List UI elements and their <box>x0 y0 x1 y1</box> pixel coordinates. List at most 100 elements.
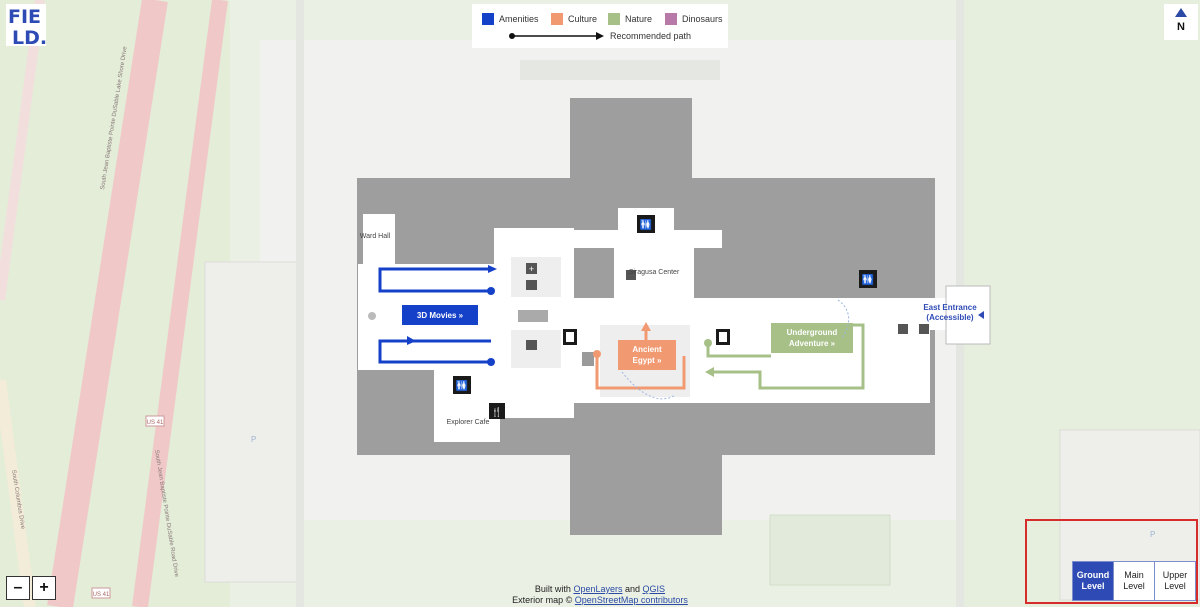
room-label-siragusa: Siragusa Center <box>629 269 680 276</box>
legend-item-dinosaurs[interactable]: Dinosaurs <box>665 13 723 25</box>
svg-text:US 41: US 41 <box>147 420 164 426</box>
path-arrow-icon <box>509 32 604 40</box>
level-button-upper[interactable]: Upper Level <box>1154 561 1196 601</box>
exhibit-underground-adventure[interactable]: Underground Adventure » <box>771 323 853 353</box>
level-selector-highlight <box>1025 519 1198 604</box>
amenities-path <box>378 267 494 364</box>
north-compass[interactable]: N <box>1164 4 1198 40</box>
lake-shore-road <box>47 0 168 607</box>
restroom-icon[interactable]: 🚻 <box>453 376 471 394</box>
legend-label: Nature <box>625 14 653 24</box>
legend-recommended-path: Recommended path <box>508 31 691 41</box>
nature-path <box>706 323 865 390</box>
level-label: Level <box>1081 581 1105 591</box>
svg-text:🚻: 🚻 <box>456 379 468 392</box>
exhibit-label-underground-1: Underground <box>787 328 838 337</box>
exhibit-label-egypt-1: Ancient <box>632 345 662 354</box>
entrance-arrow-icon <box>978 311 984 319</box>
level-label: Main <box>1124 570 1144 580</box>
level-button-main[interactable]: Main Level <box>1113 561 1155 601</box>
path-start-dot <box>487 358 495 366</box>
zoom-in-button[interactable]: + <box>32 576 56 600</box>
culture-path <box>595 330 686 390</box>
svg-text:US 41: US 41 <box>93 592 110 598</box>
escalator-icon <box>898 324 929 334</box>
north-arrow-icon <box>1175 8 1187 17</box>
legend-label: Dinosaurs <box>682 14 723 24</box>
path-start-dot <box>593 350 601 358</box>
hall-marker <box>368 312 376 320</box>
zoom-out-button[interactable]: – <box>6 576 30 600</box>
info-icon <box>626 270 636 280</box>
logo-mark: FIE LD. <box>6 4 47 49</box>
legend-label: Culture <box>568 14 598 24</box>
legend-swatch <box>665 13 677 25</box>
path-arrow-icon <box>641 322 651 331</box>
svg-text:FIE: FIE <box>8 6 41 28</box>
legend-swatch <box>482 13 494 25</box>
path-start-dot <box>704 339 712 347</box>
level-selector: Ground Level Main Level Upper Level <box>1072 561 1196 601</box>
parking-label: P <box>1150 530 1155 539</box>
room-label-ward-hall-1: Ward Hall <box>360 233 391 240</box>
restaurant-icon[interactable]: 🍴 <box>489 403 505 419</box>
highway-shield: US 41 <box>145 415 165 427</box>
attribution-text: and <box>625 584 641 594</box>
side-road <box>0 0 45 301</box>
legend-item-amenities[interactable]: Amenities <box>482 13 539 25</box>
legend-path-label: Recommended path <box>610 31 692 41</box>
path-arrow-icon <box>407 336 416 345</box>
parking-lot <box>204 261 301 583</box>
svg-text:🍴: 🍴 <box>491 406 502 418</box>
first-aid-icon[interactable]: + <box>526 263 537 274</box>
level-label: Ground <box>1076 570 1110 580</box>
exhibit-3d-movies[interactable]: 3D Movies » <box>402 305 478 325</box>
attribution-line-2: Exterior map © OpenStreetMap contributor… <box>470 595 730 606</box>
legend-item-nature[interactable]: Nature <box>608 13 652 25</box>
compass-label: N <box>1177 21 1185 33</box>
exhibit-label-underground-2: Adventure » <box>789 339 836 348</box>
west-stair-hall <box>494 228 574 418</box>
restroom-icon[interactable]: 🚻 <box>859 270 877 288</box>
columbus-road <box>0 379 36 607</box>
level-label: Level <box>1123 581 1145 591</box>
attribution-text: Built with <box>534 584 571 594</box>
svg-text:+: + <box>529 264 534 274</box>
ward-hall-room <box>363 214 395 264</box>
parking-label: P <box>251 435 256 444</box>
zoom-controls: – + <box>6 576 58 600</box>
dino-skeleton-outline <box>837 299 850 339</box>
exhibit-label-egypt-2: Egypt » <box>633 356 662 365</box>
attribution-text: Exterior map © <box>512 595 573 605</box>
exhibit-label-3d-movies: 3D Movies » <box>417 311 464 320</box>
path-arrow-icon <box>488 265 497 273</box>
legend-swatch <box>551 13 563 25</box>
building-north-wing <box>570 98 692 198</box>
osm-link[interactable]: OpenStreetMap contributors <box>574 595 688 605</box>
garden-block <box>769 514 891 586</box>
legend-label: Amenities <box>499 14 539 24</box>
svg-text:🚻: 🚻 <box>640 218 652 231</box>
qgis-link[interactable]: QGIS <box>642 584 666 594</box>
attribution-line-1: Built with OpenLayers and QGIS <box>470 584 730 595</box>
map-attribution: Built with OpenLayers and QGIS Exterior … <box>470 584 730 606</box>
room-label-explorer-cafe: Explorer Cafe <box>447 419 490 426</box>
level-label: Upper <box>1162 570 1188 580</box>
elevator-icon[interactable] <box>563 329 577 345</box>
legend-item-culture[interactable]: Culture <box>551 13 597 25</box>
restroom-icon[interactable]: 🚻 <box>637 215 655 233</box>
elevator-icon[interactable] <box>716 329 730 345</box>
display-case <box>582 352 594 366</box>
level-button-ground[interactable]: Ground Level <box>1072 561 1114 601</box>
legend-swatch <box>608 13 620 25</box>
svg-text:LD.: LD. <box>12 27 46 46</box>
building-south-wing <box>570 440 722 535</box>
exhibit-ancient-egypt[interactable]: Ancient Egypt » <box>618 340 676 370</box>
east-entrance-label[interactable]: East Entrance <box>923 303 977 312</box>
openlayers-link[interactable]: OpenLayers <box>573 584 623 594</box>
field-museum-logo[interactable]: FIE LD. <box>6 4 47 49</box>
east-entrance-sublabel[interactable]: (Accessible) <box>926 313 973 322</box>
walkway <box>520 60 720 80</box>
info-desk <box>518 310 548 322</box>
